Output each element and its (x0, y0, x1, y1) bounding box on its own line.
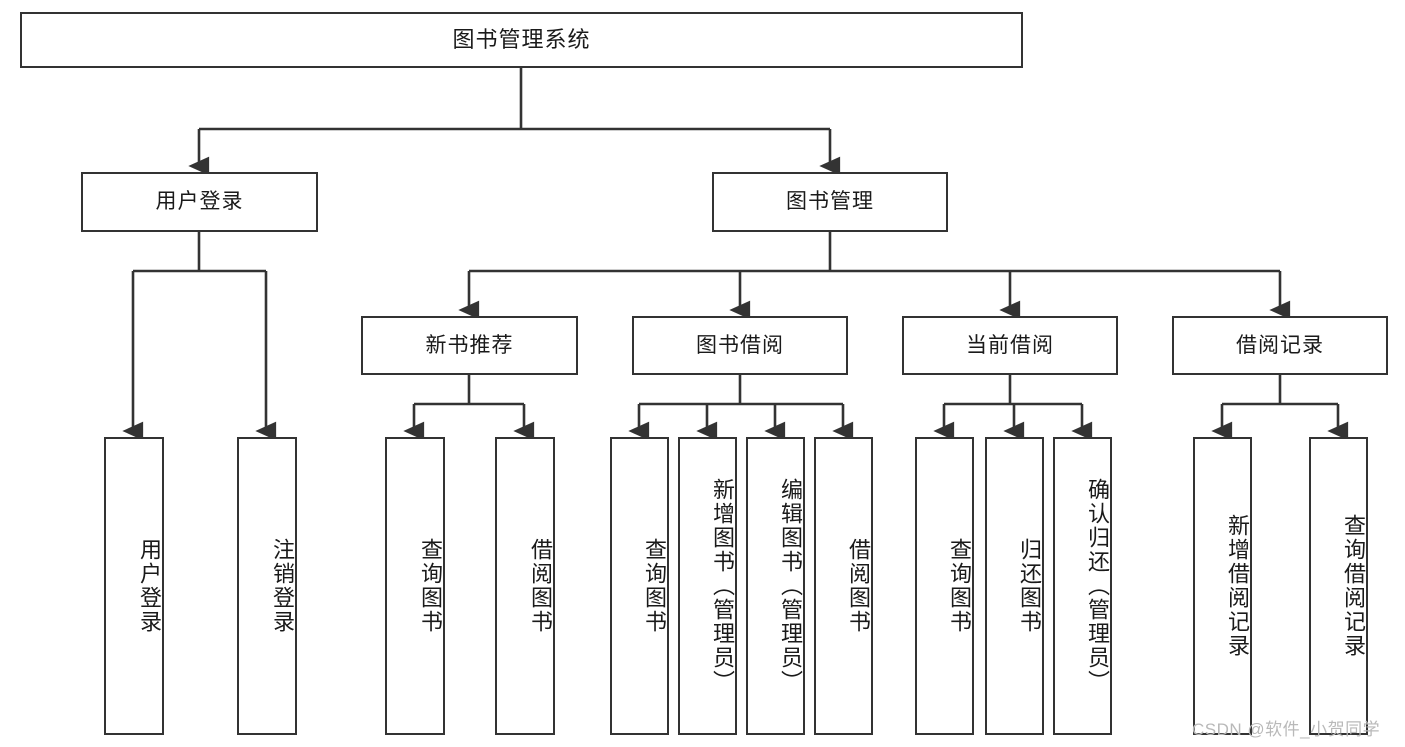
node-leaf-query-book-borrow-label: 查询图书 (642, 538, 667, 634)
node-borrow-record[interactable]: 借阅记录 (1172, 316, 1388, 375)
node-leaf-edit-book[interactable]: 编辑图书（管理员） (746, 437, 805, 735)
node-leaf-query-book-borrow[interactable]: 查询图书 (610, 437, 669, 735)
node-leaf-return-book[interactable]: 归还图书 (985, 437, 1044, 735)
node-user-login[interactable]: 用户登录 (81, 172, 318, 232)
node-leaf-borrow-book[interactable]: 借阅图书 (814, 437, 873, 735)
csdn-watermark: CSDN @软件_小贺同学 (1192, 720, 1381, 739)
node-leaf-borrow-book-label: 借阅图书 (846, 538, 871, 634)
node-root-system[interactable]: 图书管理系统 (20, 12, 1023, 68)
node-leaf-borrow-book-recommend[interactable]: 借阅图书 (495, 437, 555, 735)
node-leaf-query-book-recommend[interactable]: 查询图书 (385, 437, 445, 735)
node-leaf-add-book[interactable]: 新增图书（管理员） (678, 437, 737, 735)
node-leaf-logout-label: 注销登录 (270, 538, 295, 634)
node-leaf-query-book-recommend-label: 查询图书 (418, 538, 443, 634)
node-leaf-query-borrow-record[interactable]: 查询借阅记录 (1309, 437, 1368, 735)
node-current-borrow[interactable]: 当前借阅 (902, 316, 1118, 375)
node-leaf-logout[interactable]: 注销登录 (237, 437, 297, 735)
node-leaf-query-book-current-label: 查询图书 (947, 538, 972, 634)
node-leaf-query-borrow-record-label: 查询借阅记录 (1341, 514, 1366, 658)
node-leaf-confirm-return[interactable]: 确认归还（管理员） (1053, 437, 1112, 735)
node-leaf-edit-book-label: 编辑图书（管理员） (778, 478, 803, 694)
node-leaf-add-borrow-record[interactable]: 新增借阅记录 (1193, 437, 1252, 735)
node-new-book-recommend[interactable]: 新书推荐 (361, 316, 578, 375)
node-leaf-query-book-current[interactable]: 查询图书 (915, 437, 974, 735)
node-leaf-confirm-return-label: 确认归还（管理员） (1085, 478, 1110, 694)
node-leaf-return-book-label: 归还图书 (1017, 538, 1042, 634)
node-leaf-add-borrow-record-label: 新增借阅记录 (1225, 514, 1250, 658)
node-leaf-user-login-label: 用户登录 (137, 538, 162, 634)
node-leaf-user-login[interactable]: 用户登录 (104, 437, 164, 735)
node-leaf-add-book-label: 新增图书（管理员） (710, 478, 735, 694)
node-book-management[interactable]: 图书管理 (712, 172, 948, 232)
node-leaf-borrow-book-recommend-label: 借阅图书 (528, 538, 553, 634)
node-book-borrow[interactable]: 图书借阅 (632, 316, 848, 375)
